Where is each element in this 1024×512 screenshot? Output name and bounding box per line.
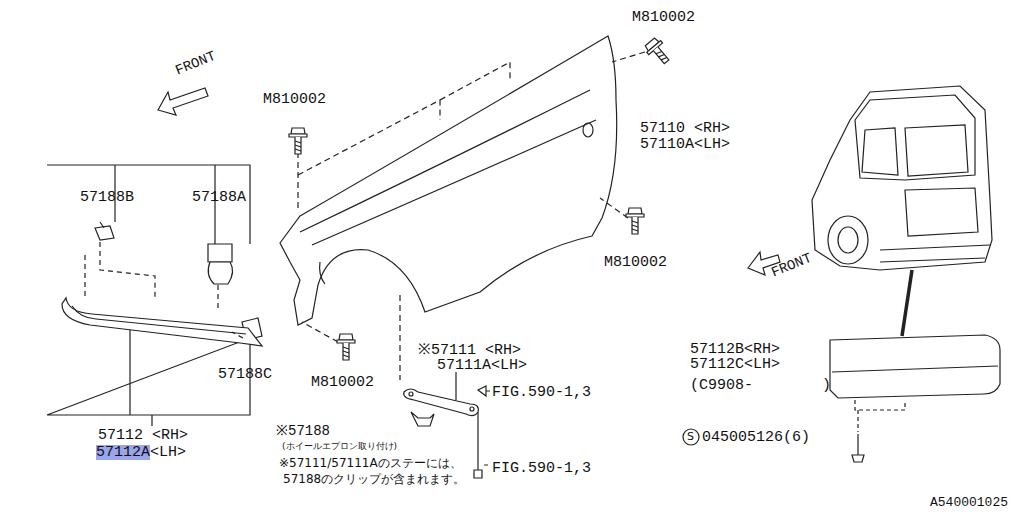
part-number: 57110A<LH> xyxy=(640,137,730,152)
part-number: 57111A<LH> xyxy=(437,358,527,373)
part-number: M810002 xyxy=(632,10,695,25)
part-number: ※57188 xyxy=(276,424,330,438)
part-number: M810002 xyxy=(311,375,374,390)
part-number: 57112 <RH> xyxy=(98,428,188,443)
part-number: 57188B xyxy=(80,190,134,205)
part-number: ※57111 <RH> xyxy=(418,343,521,358)
part-number: <LH> xyxy=(150,445,186,460)
part-number: M810002 xyxy=(263,92,326,107)
part-number: 57188C xyxy=(218,367,272,382)
part-number: 57112C<LH> xyxy=(690,357,780,372)
model-range: ) xyxy=(822,378,831,393)
part-number: 57112B<RH> xyxy=(690,342,780,357)
label-layer: FRONTM810002M81000257110 <RH>57110A<LH>5… xyxy=(0,0,183,15)
diagram-code: A540001025 xyxy=(930,496,1008,509)
part-number: 57110 <RH> xyxy=(640,121,730,136)
footnote: 57188のクリップが含まれます。 xyxy=(283,473,465,485)
part-number: 57188A xyxy=(192,190,246,205)
figure-reference: FIG.590-1,3 xyxy=(492,461,591,476)
part-number: 045005126(6) xyxy=(702,430,810,445)
part-number: 57112A xyxy=(96,445,150,460)
direction-label: FRONT xyxy=(173,49,217,78)
footnote: ※57111/57111Aのステーには、 xyxy=(279,457,462,469)
part-number: M810002 xyxy=(604,255,667,270)
figure-reference: FIG.590-1,3 xyxy=(492,385,591,400)
part-note: (ホイールエプロン取り付け) xyxy=(282,442,397,451)
model-range: (C9908- xyxy=(690,378,753,393)
standard-part-mark: S xyxy=(687,431,694,442)
